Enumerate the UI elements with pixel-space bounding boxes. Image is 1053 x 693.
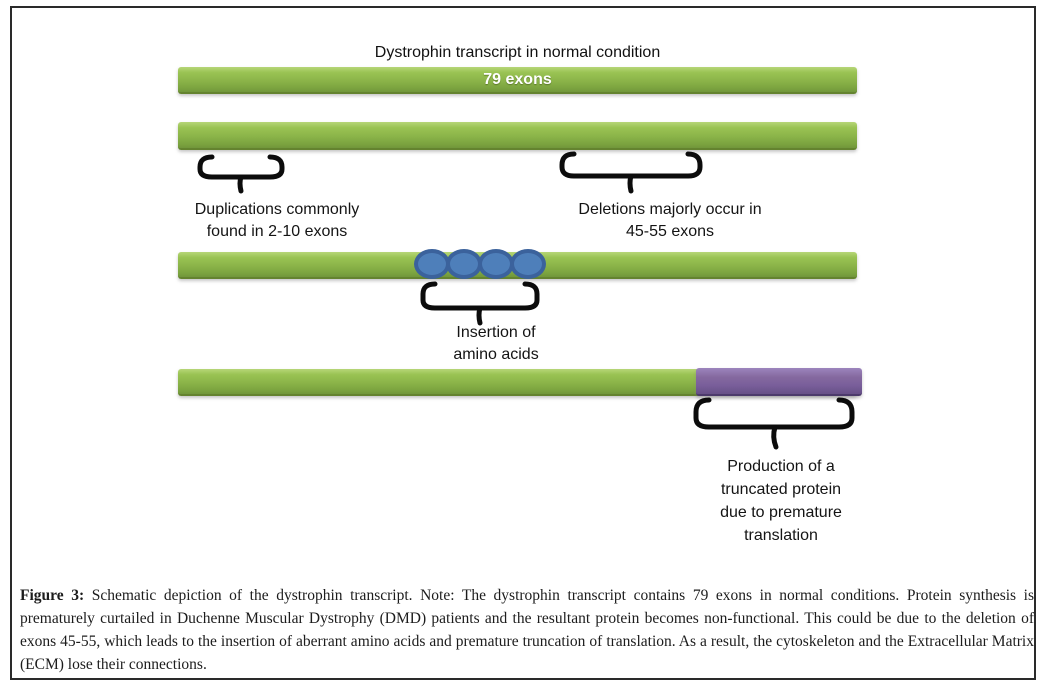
amino-acid-oval bbox=[446, 249, 482, 279]
truncation-brace bbox=[693, 397, 855, 450]
normal-transcript-bar: 79 exons bbox=[178, 67, 857, 94]
figure-border bbox=[10, 6, 1036, 680]
insertion-annotation: Insertion of amino acids bbox=[453, 324, 539, 363]
figure-caption-text: Schematic depiction of the dystrophin tr… bbox=[20, 587, 1034, 673]
truncated-protein-segment bbox=[696, 368, 862, 396]
duplications-annotation: Duplications commonly found in 2-10 exon… bbox=[194, 201, 360, 240]
insertion-brace bbox=[420, 281, 540, 326]
amino-acid-ovals bbox=[414, 249, 548, 279]
exon-count-label: 79 exons bbox=[483, 71, 552, 88]
deletions-brace bbox=[559, 151, 703, 194]
amino-acid-oval bbox=[414, 249, 450, 279]
figure-caption-label: Figure 3: bbox=[20, 587, 85, 604]
duplication-deletion-bar bbox=[178, 122, 857, 150]
diagram-title: Dystrophin transcript in normal conditio… bbox=[374, 44, 661, 61]
figure-caption: Figure 3: Schematic depiction of the dys… bbox=[20, 584, 1034, 676]
amino-acid-oval bbox=[478, 249, 514, 279]
deletions-annotation: Deletions majorly occur in 45-55 exons bbox=[578, 201, 762, 240]
truncation-annotation: Production of a truncated protein due to… bbox=[720, 458, 842, 544]
duplications-brace bbox=[197, 154, 285, 194]
amino-acid-oval bbox=[510, 249, 546, 279]
